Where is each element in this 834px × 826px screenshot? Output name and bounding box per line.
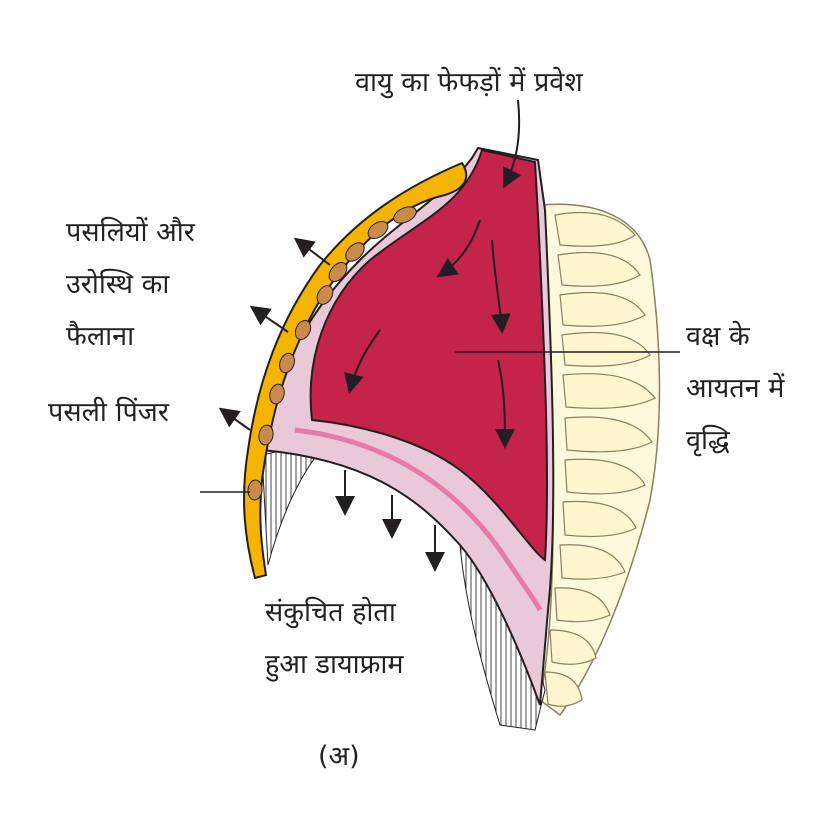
label-volume-line1: वक्ष के: [686, 321, 750, 352]
label-ribs-line2: उरोस्थि का: [66, 269, 170, 300]
lung: [309, 148, 549, 562]
label-rib-cage: पसली पिंजर: [48, 397, 169, 428]
rib-spots: [247, 206, 417, 501]
label-ribs-line1: पसलियों और: [66, 217, 195, 248]
airflow-arrows: [344, 99, 522, 449]
label-ribs-line3: फैलाना: [66, 321, 135, 352]
spine-vertebrae: [539, 203, 661, 717]
label-diaphragm-line1: संकुचित होता: [265, 597, 396, 628]
expansion-arrows: [218, 237, 445, 572]
label-diaphragm-line2: हुआ डायाफ्राम: [265, 649, 404, 680]
pleura-inner-line: [294, 427, 543, 612]
diaphragm-muscle-right: [459, 543, 546, 731]
figure-caption: (अ): [318, 741, 360, 772]
label-air-entry: वायु का फेफड़ों में प्रवेश: [355, 67, 583, 98]
label-volume-line2: आयतन में: [686, 373, 785, 404]
label-volume-line3: वृद्धि: [686, 425, 730, 456]
